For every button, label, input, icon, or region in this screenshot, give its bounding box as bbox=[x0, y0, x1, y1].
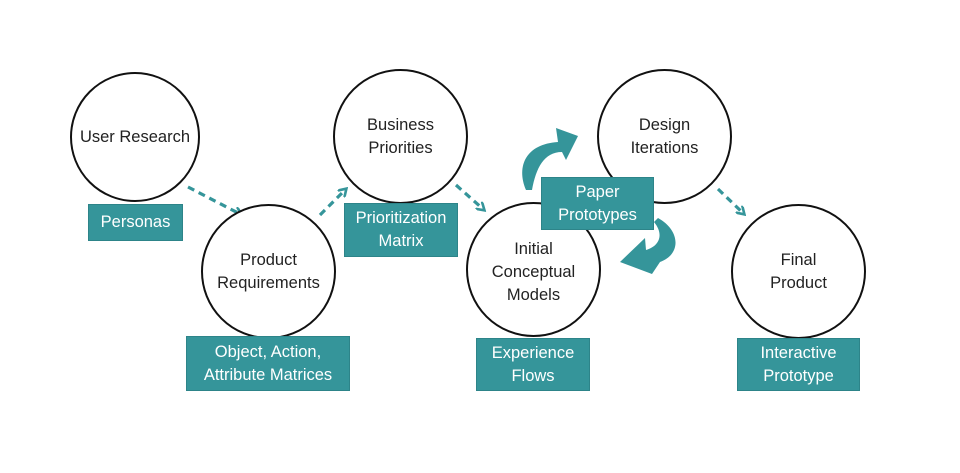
step-label: Design Iterations bbox=[630, 115, 699, 157]
step-circle-product-requirements: Product Requirements bbox=[201, 204, 336, 339]
artifact-label: Personas bbox=[100, 213, 171, 231]
step-circle-final-product: Final Product bbox=[731, 204, 866, 339]
step-circle-initial-conceptual-models: Initial Conceptual Models bbox=[466, 202, 601, 337]
artifact-tag-object-action-attribute-matrices: Object, Action, Attribute Matrices bbox=[186, 336, 350, 391]
artifact-label: Prioritization Matrix bbox=[355, 209, 447, 250]
step-label: Product Requirements bbox=[217, 250, 320, 292]
step-label: Initial Conceptual Models bbox=[491, 240, 576, 304]
artifact-label: Paper Prototypes bbox=[558, 182, 637, 224]
step-label: Final Product bbox=[770, 250, 827, 292]
step-label: Business Priorities bbox=[367, 115, 434, 157]
artifact-tag-interactive-prototype: Interactive Prototype bbox=[737, 338, 860, 391]
artifact-tag-personas: Personas bbox=[88, 204, 183, 241]
dashed-arrow-research-to-requirements bbox=[187, 185, 240, 214]
step-label: User Research bbox=[79, 127, 191, 146]
step-circle-design-iterations: Design Iterations bbox=[597, 69, 732, 204]
step-circle-user-research: User Research bbox=[70, 72, 200, 202]
artifact-label: Object, Action, Attribute Matrices bbox=[203, 342, 333, 384]
artifact-tag-experience-flows: Experience Flows bbox=[476, 338, 590, 391]
artifact-label: Interactive Prototype bbox=[760, 343, 837, 385]
dashed-arrow-iterations-to-final bbox=[716, 187, 743, 213]
dashed-arrow-requirements-to-priorities bbox=[318, 190, 345, 217]
artifact-tag-paper-prototypes: Paper Prototypes bbox=[541, 177, 654, 230]
dashed-arrow-priorities-to-models bbox=[454, 183, 483, 209]
step-circle-business-priorities: Business Priorities bbox=[333, 69, 468, 204]
artifact-tag-prioritization-matrix: Prioritization Matrix bbox=[344, 203, 458, 257]
artifact-label: Experience Flows bbox=[491, 343, 575, 385]
